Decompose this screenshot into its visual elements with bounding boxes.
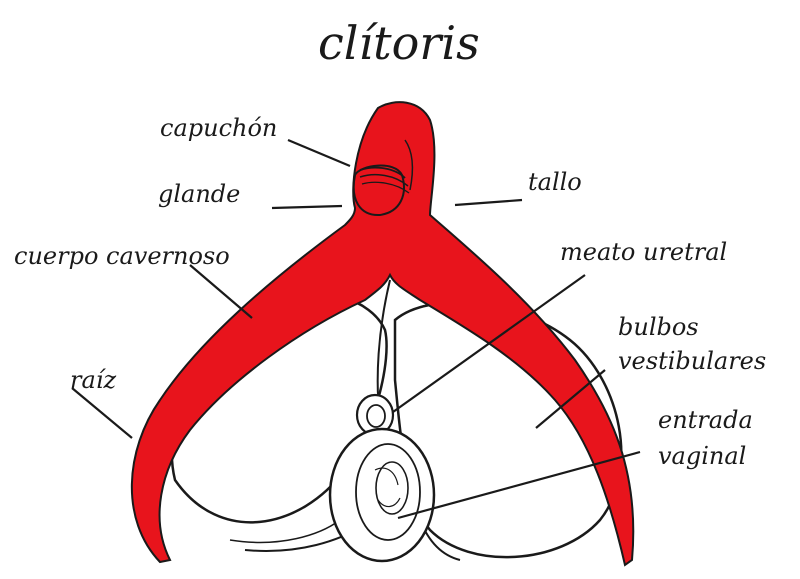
glans	[352, 164, 405, 217]
label-bulbos-vestibulares: bulbos vestibulares	[618, 313, 767, 375]
label-tallo: tallo	[528, 168, 582, 196]
vaginal-opening	[328, 427, 436, 563]
label-capuchon: capuchón	[160, 114, 278, 142]
label-meato-uretral: meato uretral	[560, 238, 728, 266]
diagram-title: clítoris	[318, 16, 480, 70]
label-cuerpo-cavernoso: cuerpo cavernoso	[14, 242, 230, 270]
label-raiz: raíz	[70, 366, 117, 394]
label-glande: glande	[158, 180, 241, 208]
leader-lines	[71, 138, 641, 520]
label-entrada-vaginal: entrada vaginal	[658, 406, 753, 470]
